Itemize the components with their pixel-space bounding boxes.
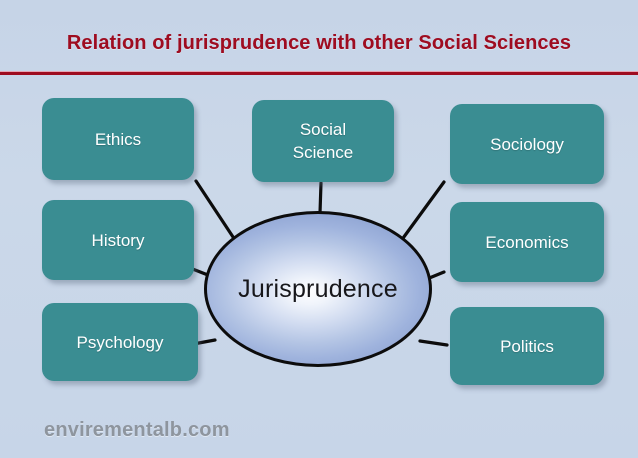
node-history[interactable]: History: [42, 200, 194, 280]
node-social-science-label-line1: Social: [299, 120, 347, 139]
node-social-science[interactable]: Social Science: [252, 100, 394, 182]
node-social-science-label: Social Science: [287, 118, 359, 164]
node-history-label: History: [91, 230, 145, 250]
watermark: envirementalb.com: [44, 419, 230, 441]
page-title: Relation of jurisprudence with other Soc…: [0, 30, 638, 56]
node-psychology-label: Psychology: [76, 332, 164, 352]
node-jurisprudence-shape: [204, 211, 432, 367]
node-jurisprudence[interactable]: Jurisprudence: [204, 211, 432, 367]
node-sociology-label: Sociology: [490, 134, 564, 154]
node-ethics-label: Ethics: [94, 129, 142, 149]
node-social-science-label-line2: Science: [292, 143, 354, 162]
connector-center-to-politics: [418, 339, 449, 347]
node-ethics[interactable]: Ethics: [42, 98, 194, 180]
node-sociology[interactable]: Sociology: [450, 104, 604, 184]
connector-center-to-sociology: [396, 180, 446, 247]
connector-center-to-social: [318, 181, 323, 215]
page-title-text: Relation of jurisprudence with other Soc…: [66, 32, 572, 54]
node-psychology[interactable]: Psychology: [42, 303, 198, 381]
title-divider: [0, 72, 638, 75]
connector-center-to-ethics: [194, 179, 239, 245]
node-politics[interactable]: Politics: [450, 307, 604, 385]
title-divider-highlight: [0, 71, 638, 72]
node-politics-label: Politics: [500, 336, 554, 356]
node-economics-label: Economics: [485, 232, 569, 252]
node-jurisprudence-label: Jurisprudence: [238, 274, 398, 303]
node-economics[interactable]: Economics: [450, 202, 604, 282]
